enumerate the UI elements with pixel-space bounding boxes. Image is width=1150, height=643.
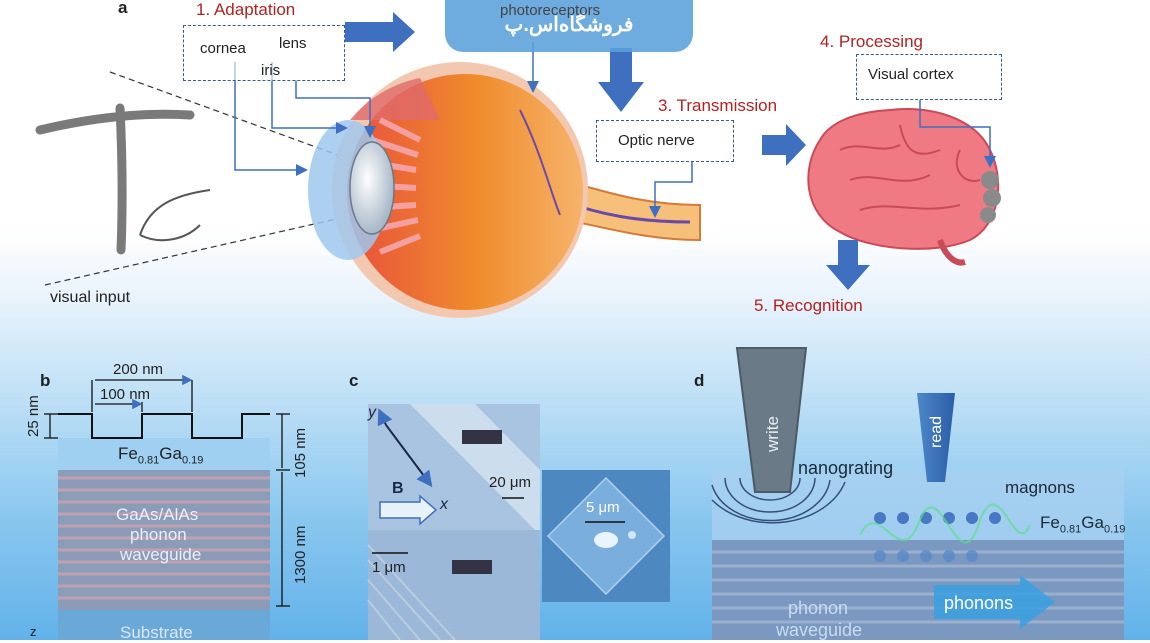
dim-25nm: 25 nm [25, 395, 42, 437]
panel-b-letter: b [40, 371, 51, 390]
dim-1300nm: 1300 nm [292, 525, 309, 584]
label-iris: iris [261, 62, 281, 79]
label-fega-film: Fe0.81Ga0.19 [1040, 513, 1126, 536]
dim-100nm: 100 nm [100, 386, 151, 403]
axis-y-label: y [368, 404, 376, 421]
panel-d-schematic [711, 347, 1124, 640]
label-visual-input: visual input [50, 289, 131, 306]
scalebar-5um: 5 μm [586, 499, 620, 516]
label-optic-nerve: Optic nerve [618, 132, 695, 149]
label-nanograting: nanograting [798, 458, 894, 478]
dim-105nm: 105 nm [292, 427, 309, 478]
panel-b-structure [44, 374, 290, 640]
step-processing: 4. Processing [820, 32, 923, 51]
panel-a-letter: a [118, 0, 128, 17]
step-adaptation: 1. Adaptation [196, 0, 296, 19]
label-phonon-d: phonon [788, 598, 849, 618]
dim-200nm: 200 nm [113, 361, 164, 378]
axis-z-label: z [30, 624, 37, 639]
label-phonon: phonon [130, 525, 187, 544]
scalebar-20um: 20 μm [489, 474, 531, 491]
label-cornea: cornea [200, 40, 246, 57]
panel-d-letter: d [694, 371, 705, 390]
label-fega-layer: Fe0.81Ga0.19 [118, 444, 204, 467]
label-waveguide-d: waveguide [776, 620, 863, 640]
field-b-label: B [392, 480, 404, 497]
write-tip-label: write [763, 416, 782, 452]
label-connectors [234, 42, 996, 218]
step-photoreceptors-partial: photoreceptors [500, 2, 601, 19]
label-gaas-alas: GaAs/AlAs [116, 505, 199, 524]
label-visual-cortex: Visual cortex [868, 66, 954, 83]
label-substrate: Substrate [120, 623, 193, 642]
visual-cortex-box [856, 54, 1002, 100]
step-transmission: 3. Transmission [658, 96, 778, 115]
flow-arrows [345, 12, 870, 290]
adaptation-box [183, 25, 345, 81]
optic-nerve-box [596, 120, 734, 162]
panel-c-letter: c [349, 371, 359, 390]
label-magnons: magnons [1005, 478, 1075, 497]
label-lens: lens [279, 35, 307, 52]
watermark-banner: فروشگاه‌اس.پ [445, 0, 693, 52]
axis-x-label: x [440, 496, 448, 513]
label-waveguide: waveguide [120, 545, 202, 564]
panel-c-micrographs [367, 404, 670, 640]
step-recognition: 5. Recognition [754, 296, 863, 315]
eyeball-illustration [308, 62, 701, 318]
letter-t-drawing [35, 103, 211, 255]
read-tip-label: read [928, 415, 945, 448]
brain-illustration [807, 108, 1001, 266]
scalebar-1um: 1 μm [372, 559, 406, 576]
label-phonons-arrow: phonons [944, 593, 1014, 613]
